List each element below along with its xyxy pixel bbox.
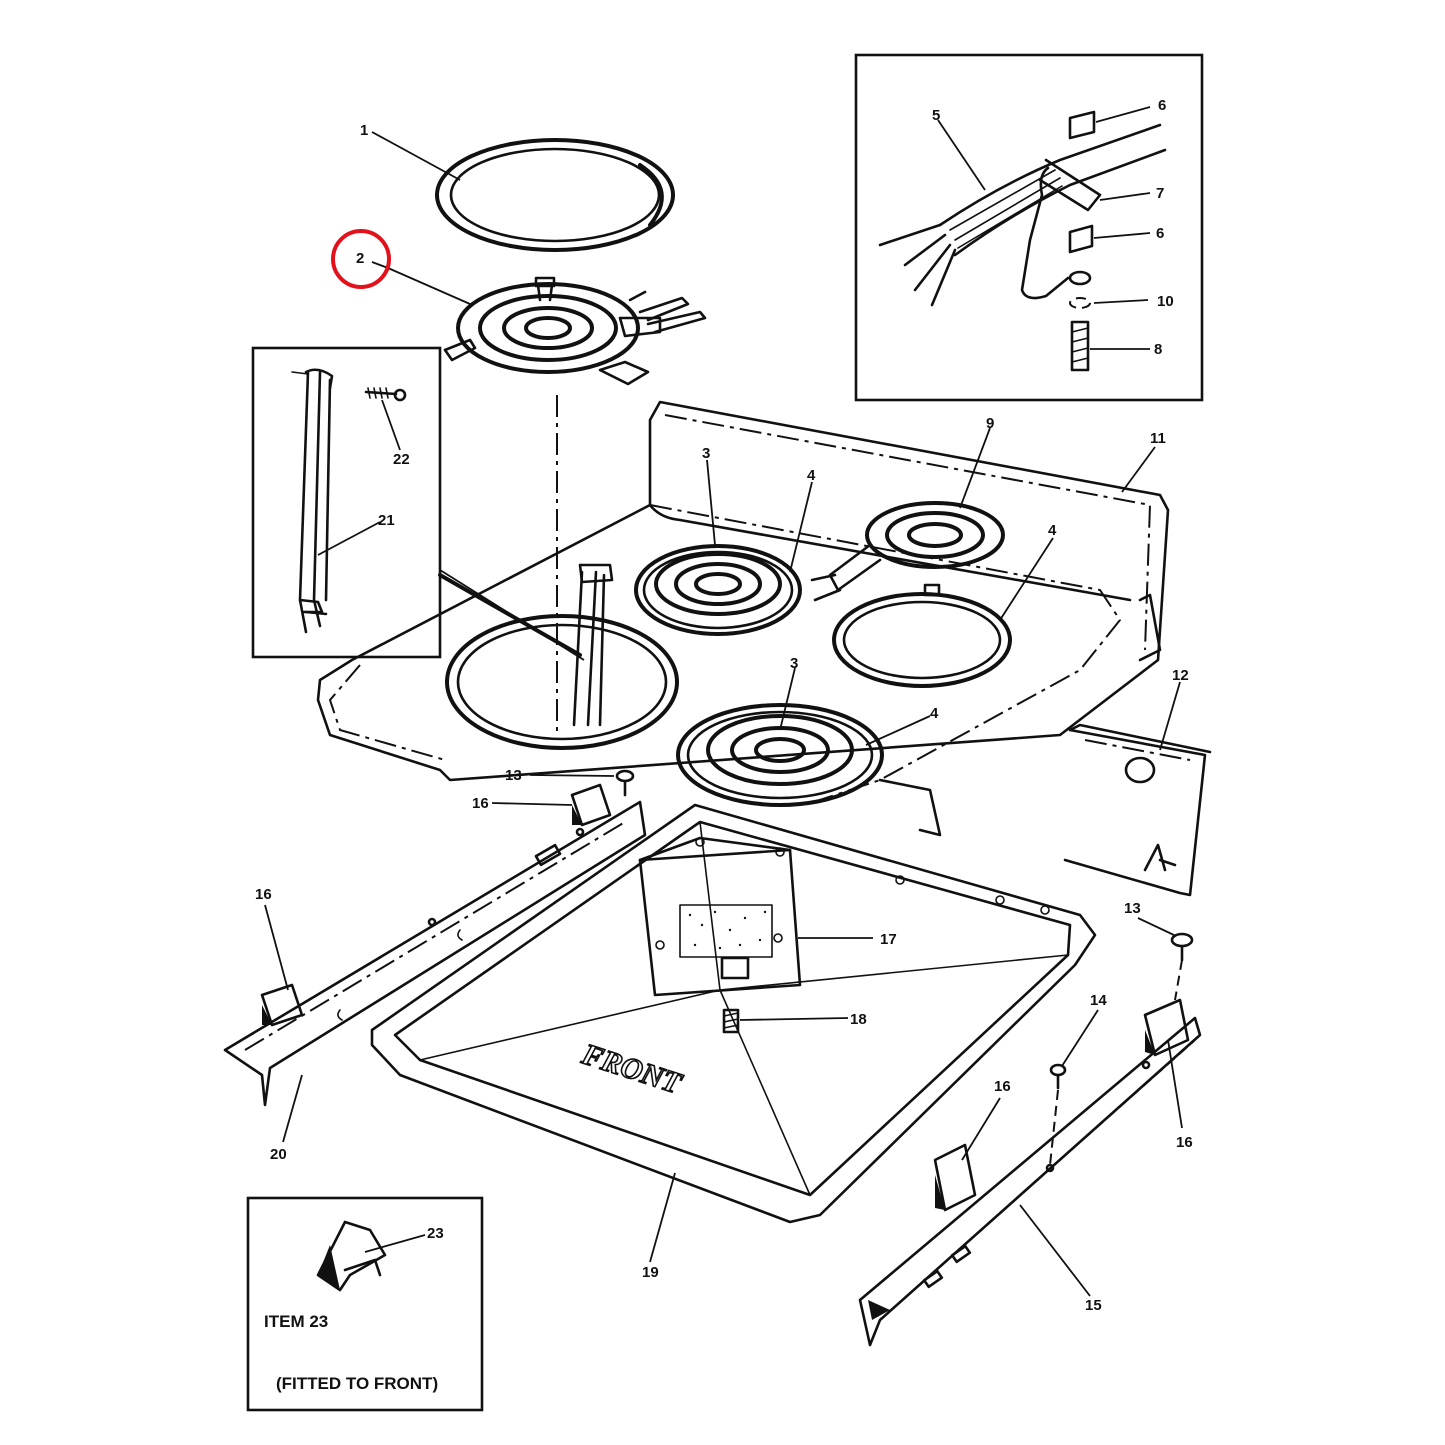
- callout-4-front: 4: [930, 705, 939, 722]
- screw-part-18: [722, 1008, 740, 1034]
- callout-2: 2: [356, 250, 364, 267]
- callout-20: 20: [270, 1146, 287, 1163]
- rear-panel-part-12: [1063, 723, 1212, 897]
- clip-part-16-front-left: [933, 1143, 977, 1212]
- item-23-title: ITEM 23: [264, 1312, 328, 1331]
- item-23-note: (FITTED TO FRONT): [276, 1374, 438, 1393]
- callout-10: 10: [1157, 293, 1174, 310]
- callout-16-rear: 16: [472, 795, 489, 812]
- callout-labels: 1 2 3 3 4 4 4 5 6 6 7 8 9 10 11 12 13 13…: [255, 97, 1193, 1314]
- coil-element-part-2: [443, 276, 707, 386]
- callout-16-front-left: 16: [994, 1078, 1011, 1095]
- highlight-circle-callout-2: [331, 229, 391, 289]
- hinge-inset: [251, 346, 442, 659]
- junction-box-part-17: [638, 836, 802, 997]
- front-embossing: FRONT: [577, 1037, 686, 1101]
- callout-18: 18: [850, 1011, 867, 1028]
- callout-13-front: 13: [1124, 900, 1141, 917]
- callout-15: 15: [1085, 1297, 1102, 1314]
- leader-lines: [264, 106, 1183, 1297]
- callout-5: 5: [932, 107, 940, 124]
- callout-8: 8: [1154, 341, 1162, 358]
- item-23-inset: ITEM 23 (FITTED TO FRONT): [246, 1196, 484, 1412]
- callout-9: 9: [986, 415, 994, 432]
- callout-11: 11: [1150, 430, 1166, 447]
- callout-4-rear-left: 4: [807, 467, 816, 484]
- callout-14: 14: [1090, 992, 1107, 1009]
- callout-21: 21: [378, 512, 395, 529]
- clip-part-16-front-right: [1143, 998, 1190, 1057]
- callout-17: 17: [880, 931, 897, 948]
- callout-23: 23: [427, 1225, 444, 1242]
- callout-22: 22: [393, 451, 410, 468]
- trim-ring-part-1: [435, 138, 675, 252]
- screw-part-13-rear: [615, 769, 635, 797]
- wiring-inset: [854, 53, 1204, 402]
- callout-6-top: 6: [1158, 97, 1166, 114]
- callout-7: 7: [1156, 185, 1164, 202]
- callout-4-rear-right: 4: [1048, 522, 1057, 539]
- screw-part-13-front: [1170, 932, 1194, 1001]
- callout-16-left: 16: [255, 886, 272, 903]
- callout-19: 19: [642, 1264, 659, 1281]
- side-rail-part-20: [223, 800, 647, 1107]
- screw-part-14: [1049, 1063, 1067, 1166]
- clip-part-16-rear: [570, 783, 612, 827]
- callout-1: 1: [360, 122, 368, 139]
- callout-16-front-right: 16: [1176, 1134, 1193, 1151]
- speckle-pattern: [688, 910, 767, 950]
- callout-13-rear: 13: [505, 767, 522, 784]
- clip-part-16-left: [260, 983, 304, 1027]
- callout-3-front: 3: [790, 655, 798, 672]
- callout-3-rear: 3: [702, 445, 710, 462]
- callout-6-mid: 6: [1156, 225, 1164, 242]
- front-rail-part-15: [858, 1016, 1202, 1347]
- callout-12: 12: [1172, 667, 1189, 684]
- cooktop-part-11: [316, 395, 1170, 837]
